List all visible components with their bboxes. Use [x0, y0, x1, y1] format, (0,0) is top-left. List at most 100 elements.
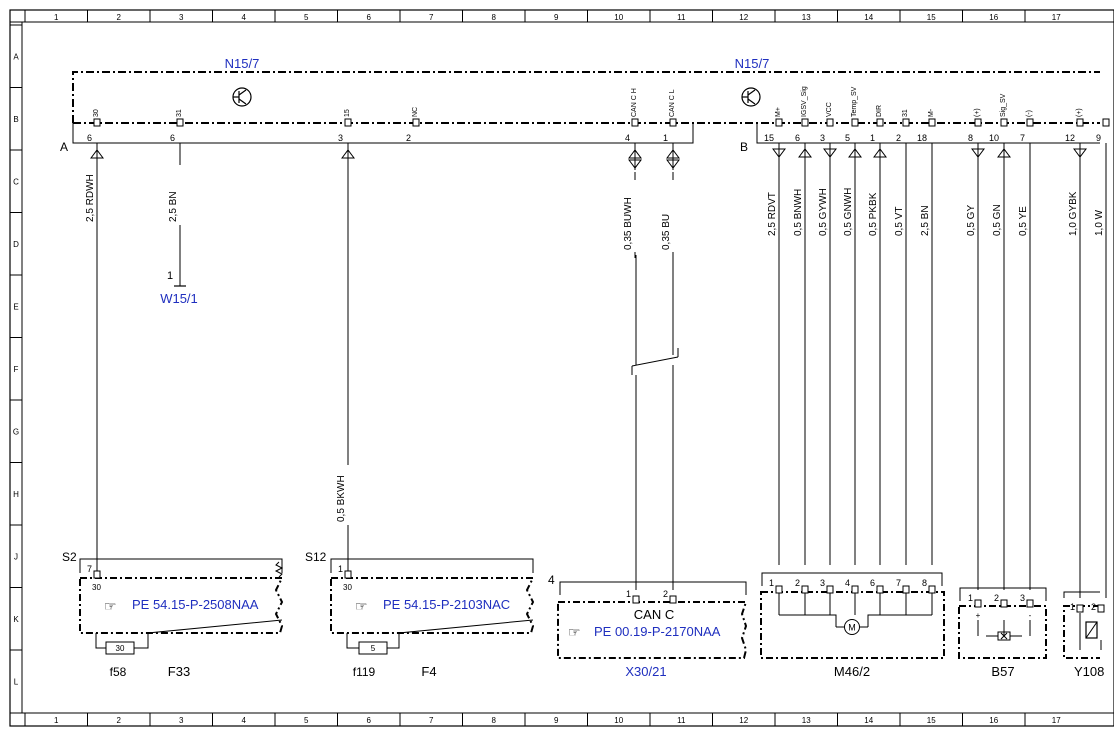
sensor-pin-terminal [974, 599, 982, 608]
fuse-name: F33 [168, 664, 190, 679]
motor-pin-terminal [902, 585, 910, 594]
pin-number: 18 [917, 133, 927, 143]
motor-pin-number: 6 [870, 578, 875, 588]
pin-number: 6 [170, 133, 175, 143]
diagram-frame: 1122334455667788991010111112121313141415… [9, 9, 1114, 727]
sensor-pin-number: 2 [994, 593, 999, 603]
column-number-bottom: 2 [117, 716, 122, 725]
control-unit-n15-7: N15/7 N15/7 A B [60, 56, 1100, 154]
outer-border [9, 9, 1114, 727]
column-number-top: 6 [367, 13, 372, 22]
wire-label: 1,0 W [1094, 209, 1105, 236]
motor-pin-terminal [775, 585, 783, 594]
wire-label: 0,5 GYWH [818, 188, 829, 236]
pin-label: CAN C H [631, 88, 638, 117]
pin-terminal [176, 118, 184, 127]
pin-number: 9 [1096, 133, 1101, 143]
pin-number: 3 [338, 133, 343, 143]
pin-terminal [1076, 118, 1084, 127]
fuse-ref-link[interactable]: PE 54.15-P-2103NAC [383, 597, 510, 612]
motor-symbol: M [848, 623, 856, 633]
sensor-pin-terminal [1026, 599, 1034, 608]
wire-label: 2,5 RDVT [767, 192, 778, 236]
pin-terminal [974, 118, 982, 127]
column-number-top: 1 [54, 13, 59, 22]
plug-arrow-icon [823, 148, 837, 158]
motor-icon: M [836, 619, 868, 635]
plug-arrow-icon [90, 149, 104, 159]
pin-number: 2 [406, 133, 411, 143]
pin-terminal [851, 118, 859, 127]
fuse-box-label: S12 [305, 550, 327, 564]
fuse-block-f4: S12 1 30 ☞ PE 54.15-P-2103NAC 5 f119 F4 [305, 550, 535, 679]
can-name: X30/21 [625, 664, 666, 679]
pin-terminal [1102, 118, 1110, 127]
plug-arrow-icon [997, 148, 1011, 158]
fuse-pin-inner: 30 [343, 583, 352, 592]
pin-number: 2 [896, 133, 901, 143]
pin-label: M+ [775, 107, 782, 117]
ground-w15-1: 1 W15/1 [160, 270, 198, 306]
can-pin-1: 1 [626, 589, 631, 599]
can-connector-x30-21: 4 1 2 CAN C ☞ PE 00.19-P-2170NAA X30/21 [548, 573, 748, 679]
fuse-name: F4 [421, 664, 436, 679]
fuse-ref-label: f58 [110, 665, 127, 679]
row-letter: K [13, 615, 19, 624]
pointing-hand-icon: ☞ [568, 624, 581, 640]
column-number-top: 13 [802, 13, 811, 22]
wire-label: 0,5 YE [1018, 206, 1029, 236]
column-number-bottom: 10 [614, 716, 623, 725]
column-number-bottom: 15 [927, 716, 936, 725]
valve-pin-number: 2 [1091, 602, 1096, 612]
pin-terminal [1026, 118, 1034, 127]
column-number-bottom: 14 [864, 716, 873, 725]
motor-internal-wire [779, 614, 932, 627]
plug-arrow-icon [341, 149, 355, 159]
plug-arrow-icon [971, 148, 985, 158]
motor-pin-terminal [851, 585, 859, 594]
wire-label: 0,35 BU [661, 214, 672, 250]
fuse-pin-top: 1 [338, 564, 343, 574]
plug-arrow-icon [873, 148, 887, 158]
plug-arrow-icon [772, 148, 786, 158]
pin-label: IGSV_Sig [801, 86, 808, 117]
column-number-top: 12 [739, 13, 748, 22]
motor-name: M46/2 [834, 664, 870, 679]
row-letter: B [13, 115, 18, 124]
pin-label: CAN C L [669, 89, 676, 117]
fuse-rating: 5 [371, 644, 376, 653]
column-number-top: 3 [179, 13, 184, 22]
column-number-top: 17 [1052, 13, 1061, 22]
can-ref-link[interactable]: PE 00.19-P-2170NAA [594, 624, 721, 639]
pin-terminal [1000, 118, 1008, 127]
plug-arrow-icon [848, 148, 862, 158]
fuse-ref-label: f119 [353, 665, 376, 679]
row-letter: L [14, 677, 19, 686]
column-number-bottom: 4 [242, 716, 247, 725]
ground-label: W15/1 [160, 291, 198, 306]
wire-label: 0,35 BUWH [623, 197, 634, 250]
pointing-hand-icon: ☞ [104, 598, 117, 614]
fuse-ref-link[interactable]: PE 54.15-P-2508NAA [132, 597, 259, 612]
sensor-icon [986, 631, 1022, 641]
column-number-bottom: 11 [677, 716, 686, 725]
column-number-bottom: 16 [989, 716, 998, 725]
wire-label: 0,5 BKWH [336, 475, 347, 522]
wire-label: 1,0 GYBK [1068, 191, 1079, 236]
motor-pin-terminal [876, 585, 884, 594]
pin-number: 6 [795, 133, 800, 143]
valve-pin-terminal [1097, 604, 1105, 613]
column-number-top: 7 [429, 13, 434, 22]
pin-number: 15 [764, 133, 774, 143]
motor-pin-number: 8 [922, 578, 927, 588]
fuse-pin-top: 7 [87, 564, 92, 574]
row-letter: E [13, 302, 18, 311]
module-label-left: N15/7 [225, 56, 260, 71]
sensor-pin-number: 3 [1020, 593, 1025, 603]
wire-label: 2,5 BN [168, 191, 179, 222]
module-label-right: N15/7 [735, 56, 770, 71]
column-number-bottom: 6 [367, 716, 372, 725]
pin-terminal [801, 118, 809, 127]
